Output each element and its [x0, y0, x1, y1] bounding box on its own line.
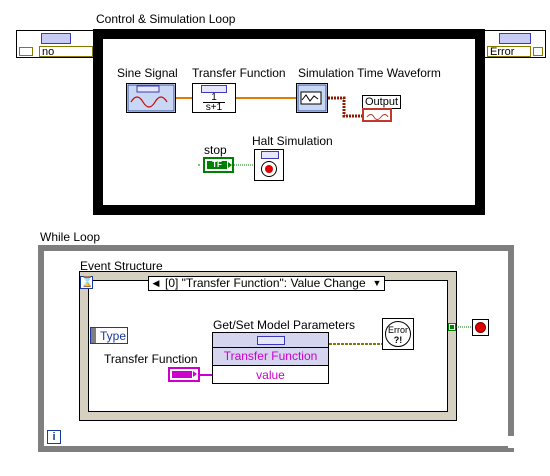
sim-loop-input-value: no: [39, 46, 93, 58]
model-row-value: value: [256, 368, 285, 382]
simple-error-handler-node[interactable]: Error ?!: [382, 318, 414, 350]
event-case-selector[interactable]: ◀ [0] "Transfer Function": Value Change …: [148, 276, 385, 291]
tf-denominator: s+1: [205, 102, 223, 113]
waveform-icon: [366, 114, 389, 120]
control-simulation-loop-diagram: [103, 39, 475, 205]
transfer-function-label: Transfer Function: [192, 66, 286, 80]
event-case-label: [0] "Transfer Function": Value Change: [165, 276, 366, 290]
output-indicator[interactable]: [362, 108, 392, 122]
sim-loop-input-node[interactable]: no: [16, 30, 94, 58]
sim-loop-output-node[interactable]: Error: [484, 30, 546, 58]
model-params-title: Get/Set Model Parameters: [213, 318, 356, 332]
fraction-bar: [203, 102, 225, 103]
error-bubble-icon: Error ?!: [385, 321, 411, 347]
while-loop-frame[interactable]: [38, 245, 514, 452]
error-cluster-icon: [533, 47, 543, 56]
next-case-icon[interactable]: ▼: [372, 278, 382, 288]
arrow-right-icon: [193, 371, 197, 377]
tf-type-icon: [172, 371, 192, 378]
stop-label: stop: [204, 143, 227, 157]
cluster-icon: [499, 33, 531, 44]
model-node-header: [213, 333, 328, 348]
halt-simulation-node[interactable]: [254, 149, 284, 181]
sim-waveform-label: Simulation Time Waveform: [298, 66, 441, 80]
model-row-name: Transfer Function: [213, 348, 328, 366]
sim-loop-output-value: Error: [487, 46, 531, 58]
sim-loop-title: Control & Simulation Loop: [96, 12, 236, 26]
iteration-terminal[interactable]: i: [47, 430, 61, 444]
transfer-function-node[interactable]: 1 s+1: [192, 83, 236, 113]
loop-stop-terminal[interactable]: [472, 319, 489, 336]
previous-case-icon[interactable]: ◀: [152, 278, 160, 288]
hourglass-timeout-icon[interactable]: ⌛: [80, 276, 94, 289]
tf-control-label: Transfer Function: [104, 352, 198, 366]
halt-simulation-label: Halt Simulation: [252, 134, 333, 148]
while-loop-corner: [508, 436, 520, 448]
tf-numerator: 1: [211, 92, 217, 103]
sim-waveform-node[interactable]: [296, 83, 328, 113]
event-type-node[interactable]: Type: [90, 327, 128, 344]
cluster-icon: [257, 336, 285, 345]
stop-sign-icon: [261, 161, 277, 177]
while-loop-title: While Loop: [40, 230, 101, 244]
event-structure-title: Event Structure: [80, 259, 163, 273]
cluster-icon: [261, 151, 279, 159]
stop-sign-icon: [475, 322, 486, 333]
stop-control[interactable]: TF: [203, 157, 234, 173]
error-cluster-icon: [19, 47, 33, 56]
cluster-icon: [201, 85, 227, 93]
sine-wave-icon: [127, 84, 175, 112]
wire-waveform-to-output: [328, 96, 362, 118]
sine-signal-label: Sine Signal: [117, 66, 178, 80]
type-label: Type: [100, 329, 127, 343]
cluster-icon: [41, 33, 71, 44]
transfer-function-control[interactable]: [168, 367, 200, 382]
error-icon-label: Error: [388, 325, 408, 335]
get-set-model-parameters-node[interactable]: Transfer Function value: [212, 332, 329, 384]
node-grip: [91, 328, 96, 343]
arrow-right-icon: [228, 162, 232, 168]
sine-signal-node[interactable]: [126, 83, 176, 113]
error-icon-symbol: ?!: [393, 335, 403, 345]
waveform-chart-icon: [297, 84, 327, 112]
boolean-tf-icon: TF: [207, 161, 227, 169]
boolean-tunnel: [448, 323, 456, 331]
model-row-label: Transfer Function: [223, 349, 318, 363]
